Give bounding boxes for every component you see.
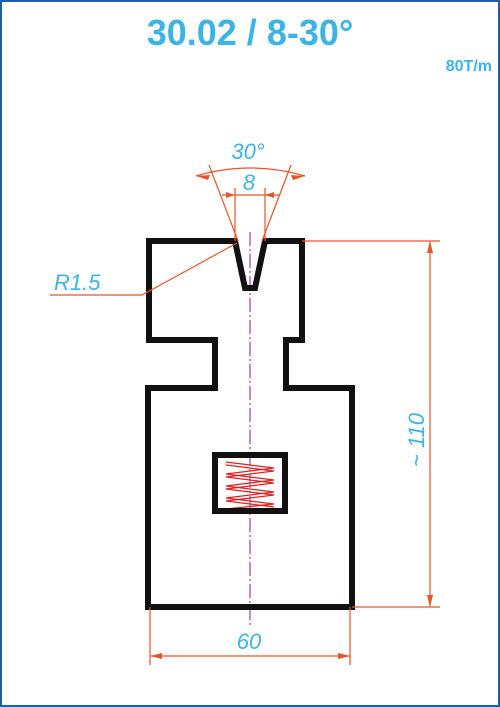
width-dimension	[149, 607, 351, 665]
width-label: 60	[237, 629, 262, 654]
v-opening-dimension	[195, 164, 306, 242]
spring-icon	[225, 461, 275, 510]
tonnage-rating: 80T/m	[445, 58, 492, 75]
spring-pocket	[212, 452, 288, 514]
die-title: 30.02 / 8-30°	[146, 12, 354, 53]
height-dimension	[302, 240, 440, 608]
v-opening-label: 8	[243, 170, 256, 195]
height-label: ~ 110	[404, 412, 429, 467]
die-profile-outline	[145, 238, 355, 610]
angle-label: 30°	[231, 139, 264, 164]
radius-label: R1.5	[54, 270, 101, 295]
radius-leader	[50, 242, 238, 296]
